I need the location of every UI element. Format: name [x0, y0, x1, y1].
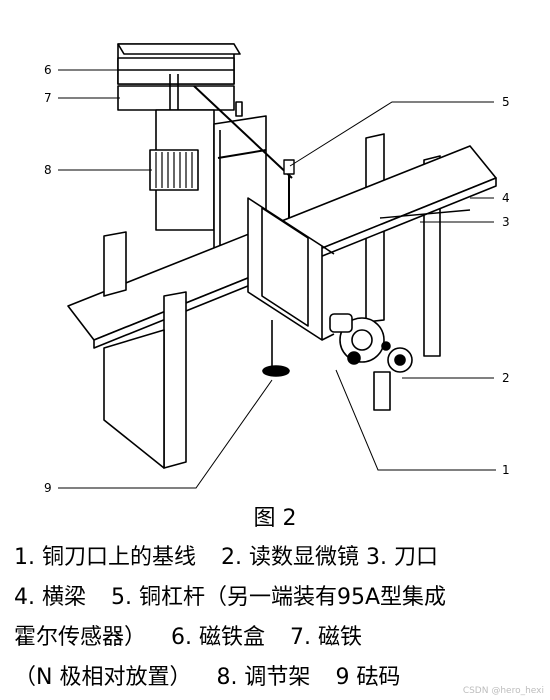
weight	[262, 320, 290, 377]
legend-item: （N 极相对放置）	[14, 665, 192, 690]
callout-9: 9	[44, 481, 52, 495]
callout-numbers: 6 7 8 5 4 3 2 1 9	[44, 63, 510, 495]
leader-lines	[58, 69, 496, 489]
legend-item: 霍尔传感器）	[14, 625, 147, 650]
legend-item: 9 砝码	[335, 665, 401, 690]
front-posts	[103, 231, 187, 469]
legend-item: 1. 铜刀口上的基线	[14, 545, 196, 570]
legend-item: 2. 读数显微镜	[220, 545, 359, 570]
knife-edge	[379, 209, 471, 219]
legend-line: 4. 横梁 5. 铜杠杆（另一端装有95A型集成	[14, 578, 546, 618]
reading-microscope	[329, 313, 413, 411]
u-frame	[247, 197, 335, 341]
legend-item: 7. 磁铁	[290, 625, 362, 650]
callout-6: 6	[44, 63, 52, 77]
adjustment-frame	[149, 149, 199, 191]
callout-5: 5	[502, 95, 510, 109]
apparatus-diagram: 6 7 8 5 4 3 2 1 9	[44, 43, 510, 495]
legend-line: 1. 铜刀口上的基线 2. 读数显微镜 3. 刀口	[14, 538, 546, 578]
figure-legend: 1. 铜刀口上的基线 2. 读数显微镜 3. 刀口 4. 横梁 5. 铜杠杆（另…	[14, 538, 546, 698]
legend-item: 6. 磁铁盒	[171, 625, 265, 650]
legend-item: 4. 横梁	[14, 585, 86, 610]
figure-caption: 图 2	[253, 506, 297, 531]
magnet-box	[117, 43, 241, 85]
legend-item: 8. 调节架	[216, 665, 311, 690]
callout-2: 2	[502, 371, 510, 385]
callout-1: 1	[502, 463, 510, 477]
legend-line: 霍尔传感器） 6. 磁铁盒 7. 磁铁	[14, 618, 546, 658]
callout-7: 7	[44, 91, 52, 105]
callout-4: 4	[502, 191, 510, 205]
copper-lever	[193, 85, 295, 228]
legend-item: 3. 刀口	[365, 545, 438, 570]
legend-line: （N 极相对放置） 8. 调节架 9 砝码	[14, 658, 546, 698]
callout-8: 8	[44, 163, 52, 177]
legend-item: 5. 铜杠杆（另一端装有95A型集成	[110, 585, 447, 610]
watermark: CSDN @hero_hexi	[462, 686, 544, 696]
callout-3: 3	[502, 215, 510, 229]
